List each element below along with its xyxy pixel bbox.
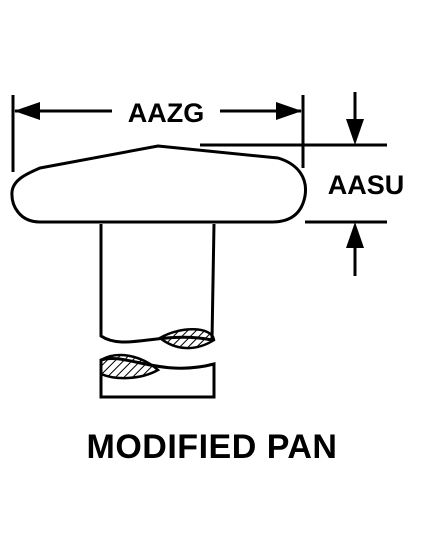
shank-break-hatch-lower xyxy=(99,353,161,380)
height-arrowhead-top xyxy=(346,119,364,145)
diagram-caption: MODIFIED PAN xyxy=(86,428,338,466)
height-arrowhead-bottom xyxy=(346,222,364,248)
width-dimension-label: AAZG xyxy=(128,98,205,128)
shank-break-hatch-upper xyxy=(157,328,216,350)
width-arrowhead-right xyxy=(276,102,302,120)
rivet-shank-upper xyxy=(99,223,216,344)
rivet-head xyxy=(10,144,308,224)
width-arrowhead-left xyxy=(14,102,40,120)
height-dimension-label: AASU xyxy=(328,170,405,200)
